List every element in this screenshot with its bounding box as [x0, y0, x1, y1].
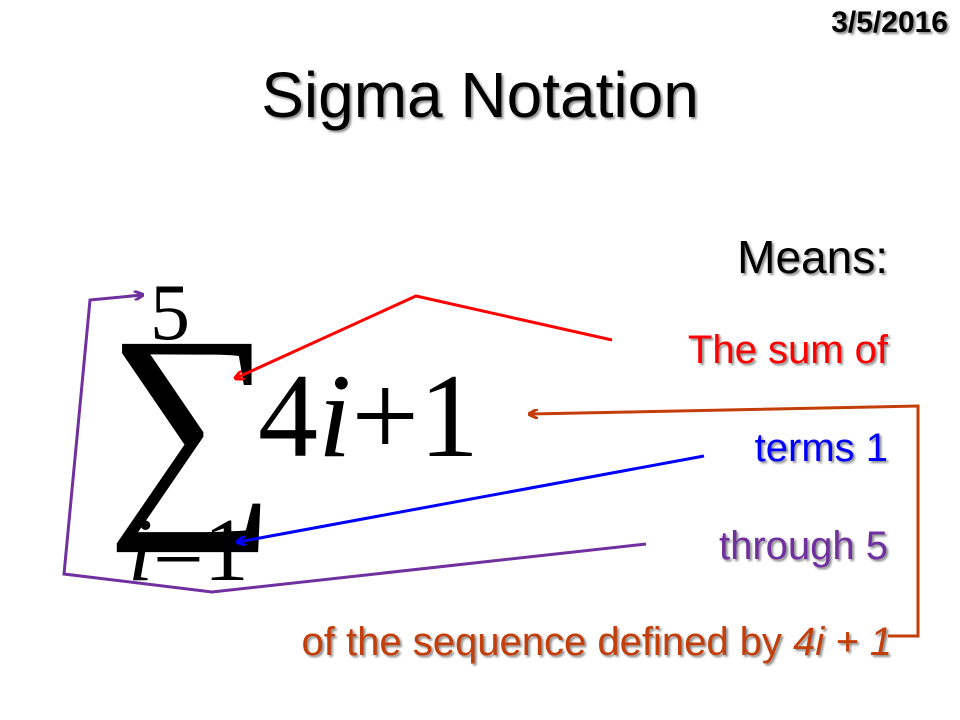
slide-title: Sigma Notation — [261, 59, 699, 131]
sequence-expression: 4i + 1 — [793, 620, 892, 664]
line-terms: terms 1 — [754, 426, 888, 470]
lower-variable: i — [128, 501, 154, 600]
arrow-sequence — [530, 404, 920, 638]
arrow-through — [62, 295, 647, 594]
arrow-sum-of — [236, 294, 613, 378]
lower-equals-one: =1 — [153, 501, 249, 600]
line-sum-of: The sum of — [687, 328, 888, 372]
summand-coefficient: 4 — [258, 349, 318, 482]
summand: 4i+1 — [258, 356, 479, 476]
date-stamp: 3/5/2016 — [831, 6, 948, 39]
means-label: Means: — [737, 231, 888, 283]
lower-limit: i=1 — [128, 506, 249, 596]
summand-rest: +1 — [351, 349, 480, 482]
sequence-prefix: of the sequence defined by — [301, 620, 794, 664]
upper-limit: 5 — [150, 269, 190, 357]
line-through: through 5 — [718, 524, 888, 568]
summand-variable: i — [318, 349, 352, 482]
line-sequence: of the sequence defined by 4i + 1 — [302, 620, 892, 665]
arrow-terms — [238, 454, 705, 542]
sigma-symbol: ∑ — [106, 287, 278, 553]
